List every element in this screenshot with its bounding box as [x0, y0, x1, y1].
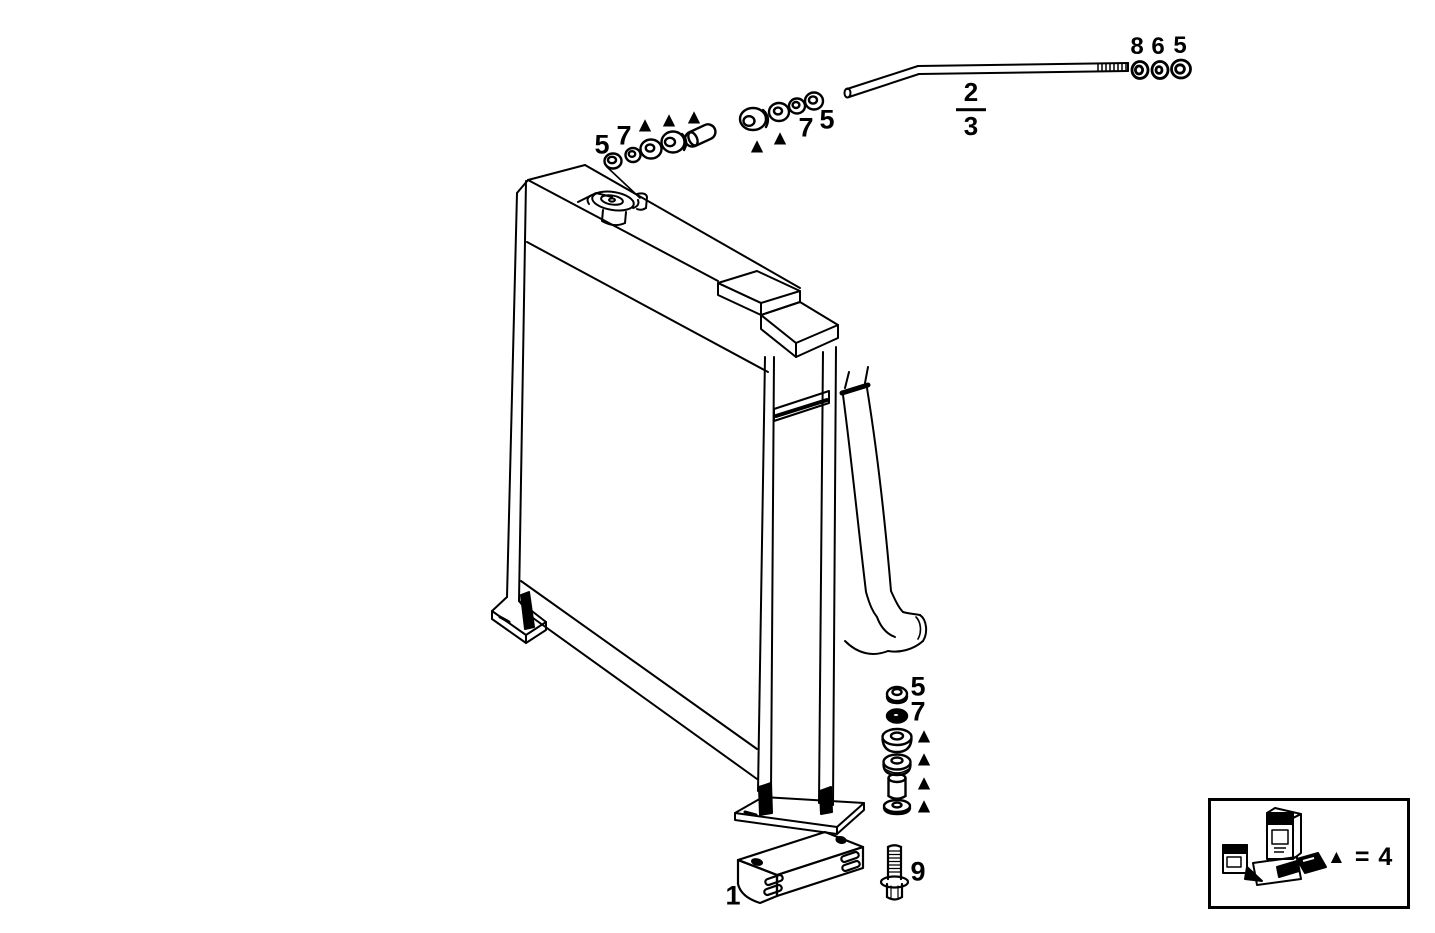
right-foot-plate	[734, 796, 865, 835]
callout-nut-5-upper-middle: 5	[819, 104, 835, 135]
legend-box: ▲ = 4	[1208, 798, 1410, 909]
fraction-bar	[956, 108, 986, 112]
tie-rod	[843, 62, 1129, 99]
legend-key: ▲ = 4	[1327, 843, 1392, 872]
triangle-marker: ▲	[746, 134, 768, 158]
callout-rod-fraction: 2 3	[956, 77, 986, 142]
triangle-marker: ▲	[658, 108, 680, 132]
filler-cap	[577, 166, 648, 227]
fraction-numerator: 2	[963, 77, 979, 108]
mounting-bolt	[879, 844, 910, 901]
triangle-marker: ▲	[683, 105, 705, 129]
callout-nut-5-rod-end: 5	[1173, 32, 1187, 59]
callout-nut-8: 8	[1130, 33, 1144, 60]
callout-bolt-9: 9	[910, 856, 926, 887]
left-foot-plate	[491, 591, 547, 644]
legend-value: 4	[1378, 843, 1393, 871]
outlet-hose-elbow	[839, 366, 928, 655]
callout-washer-6: 6	[1151, 33, 1165, 60]
upper-middle-hardware	[738, 91, 825, 132]
callout-washer-7-lower-stack: 7	[910, 696, 926, 727]
upper-left-hardware	[603, 123, 717, 170]
support-channel-bracket	[717, 270, 839, 816]
triangle-marker: ▲	[913, 724, 935, 748]
radiator-body	[506, 164, 801, 780]
legend-equals: =	[1354, 843, 1370, 871]
callout-bracket-1: 1	[725, 880, 741, 911]
triangle-marker: ▲	[634, 113, 656, 137]
legend-triangle-icon: ▲	[1327, 846, 1346, 868]
triangle-marker: ▲	[913, 771, 935, 795]
leader-line	[606, 166, 641, 199]
rod-end-hardware	[1130, 58, 1192, 80]
lower-hardware-stack	[881, 685, 913, 816]
callout-washer-7-upper-left: 7	[616, 120, 632, 151]
triangle-marker: ▲	[913, 794, 935, 818]
l-mounting-bracket	[736, 830, 865, 905]
parts-kit-boxes-illustration	[1222, 807, 1327, 886]
callout-nut-5-lower-stack: 5	[910, 671, 926, 702]
callout-nut-5-upper-left: 5	[594, 129, 610, 160]
fraction-denominator: 3	[963, 111, 979, 142]
triangle-marker: ▲	[913, 747, 935, 771]
callout-washer-7-upper-middle: 7	[798, 112, 814, 143]
triangle-marker: ▲	[769, 126, 791, 150]
